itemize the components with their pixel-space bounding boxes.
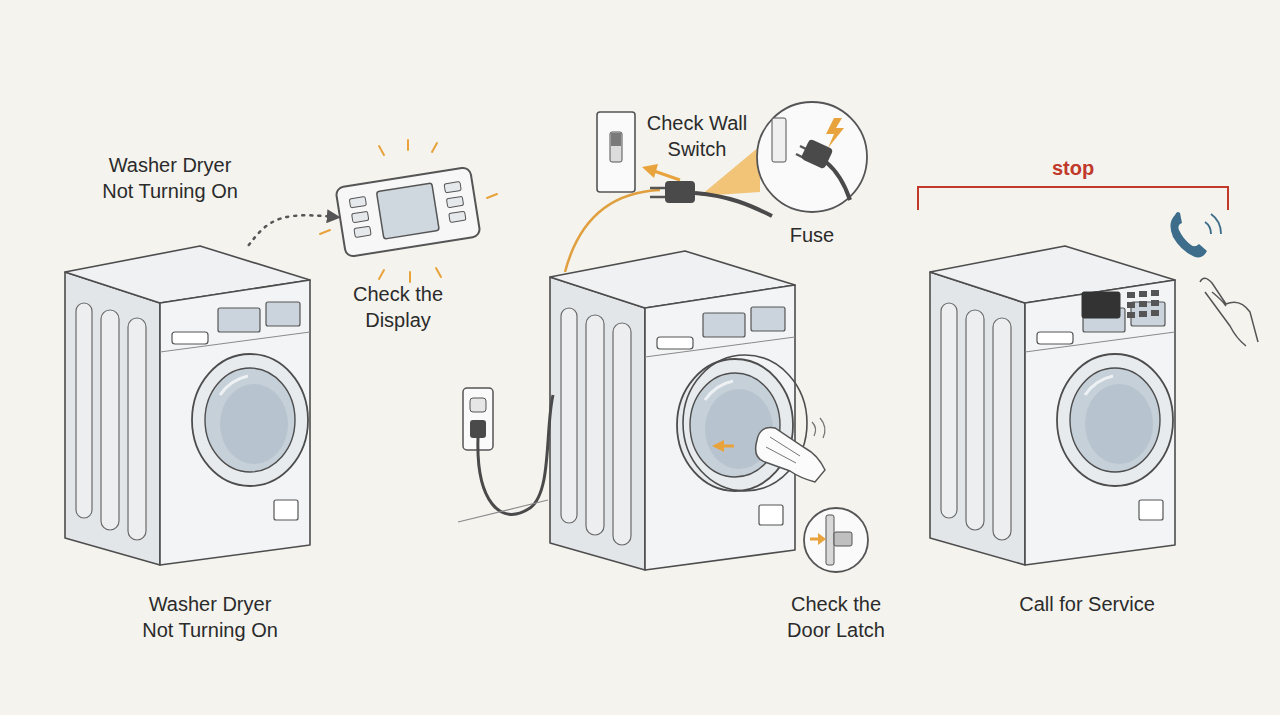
power-plug-drawing <box>650 181 772 216</box>
problem-heading: Washer Dryer Not Turning On <box>95 152 245 204</box>
phone-icon <box>1205 214 1221 234</box>
stop-bracket <box>918 187 1228 210</box>
display-glow-rays <box>409 272 411 282</box>
wall-outlet-drawing <box>458 388 553 522</box>
washer-3-control-panel <box>1151 290 1159 296</box>
washer-3-control-panel <box>1139 311 1147 317</box>
step-caption: Washer Dryer Not Turning On <box>135 591 285 643</box>
door-latch-drawing <box>804 508 868 572</box>
display-panel-drawing <box>335 167 480 257</box>
washer-3-control-panel <box>1139 291 1147 297</box>
fuse-callout-drawing <box>772 118 786 162</box>
phone-icon <box>1170 212 1207 258</box>
door-hand-drawing <box>766 437 800 463</box>
door-hand-drawing <box>812 418 825 438</box>
step-caption: Check the Door Latch <box>781 591 891 643</box>
washer-3-control-panel <box>1127 292 1135 298</box>
door-hand-drawing <box>712 440 724 452</box>
wall-switch-drawing <box>611 133 621 146</box>
power-plug-drawing <box>695 193 772 216</box>
display-glow-rays <box>320 230 330 234</box>
display-panel-drawing <box>335 167 480 257</box>
stop-label: stop <box>1033 155 1113 181</box>
display-glow-rays <box>432 143 437 152</box>
door-hand-drawing <box>724 445 734 448</box>
fuse-callout-drawing <box>826 162 850 200</box>
display-panel-drawing <box>376 183 439 239</box>
phone-icon <box>1170 212 1221 258</box>
display-panel-drawing <box>449 211 466 222</box>
step-caption: Call for Service <box>987 591 1187 617</box>
washer-dryer-1 <box>65 246 310 565</box>
washer-dryer-unit: Washer Dryer Not Turning OnWasher Dryer … <box>65 245 310 565</box>
door-latch-drawing <box>826 515 834 565</box>
orange-guide-curve <box>565 190 660 272</box>
door-latch-drawing <box>804 508 868 572</box>
power-plug-drawing <box>665 181 695 203</box>
door-latch-drawing <box>834 532 852 546</box>
wall-switch-drawing <box>610 132 622 162</box>
plug-arrow <box>642 164 680 180</box>
door-hand-drawing <box>683 355 825 491</box>
washer-dryer-unit: Call for Service <box>930 245 1175 565</box>
display-glow-rays <box>487 194 497 198</box>
plug-arrow <box>654 171 680 180</box>
wall-outlet-drawing <box>470 398 486 412</box>
power-plug-drawing <box>650 187 666 190</box>
callout-label: Fuse <box>772 222 852 248</box>
power-plug-drawing <box>650 196 666 199</box>
washer-dryer-3 <box>930 246 1175 565</box>
pointing-hand <box>1200 278 1258 346</box>
wall-switch-plate: Check Wall Switch <box>597 112 637 194</box>
washer-3-control-panel <box>1082 290 1159 318</box>
door-latch-callout: Check the Door Latch <box>805 508 867 572</box>
display-glow-rays <box>320 140 497 282</box>
wall-outlet-drawing <box>470 420 486 438</box>
washer-3-control-panel <box>1151 300 1159 306</box>
display-glow-rays <box>379 146 384 155</box>
flow-arrow <box>249 215 338 245</box>
washer-3-control-panel <box>1139 301 1147 307</box>
pointing-hand <box>1200 278 1258 346</box>
display-panel-drawing <box>352 211 369 222</box>
washer-dryer-2 <box>550 251 795 570</box>
display-panel-drawing <box>354 226 371 237</box>
fuse-callout-drawing <box>757 102 867 212</box>
display-panel-icon: Check the Display <box>338 165 480 260</box>
washer-3-control-panel <box>1082 292 1120 318</box>
plug-arrow <box>642 164 658 178</box>
display-glow-rays <box>379 270 384 279</box>
step-caption: Check Wall Switch <box>637 110 757 162</box>
wall-outlet-drawing <box>478 395 553 514</box>
display-panel-drawing <box>444 182 461 193</box>
display-panel-drawing <box>349 197 366 208</box>
door-latch-drawing <box>818 533 826 545</box>
display-panel-drawing <box>446 196 463 207</box>
fuse-callout-drawing <box>826 118 844 148</box>
fuse-callout-circle: Fuse <box>757 102 867 212</box>
display-glow-rays <box>407 140 409 150</box>
wall-outlet-drawing <box>458 500 548 522</box>
wall-switch-drawing <box>597 112 635 192</box>
washer-3-control-panel <box>1127 312 1135 318</box>
step-caption: Check the Display <box>333 281 463 333</box>
washer-3-control-panel <box>1151 310 1159 316</box>
wall-switch-drawing <box>597 112 635 192</box>
display-glow-rays <box>436 268 441 277</box>
washer-3-control-panel <box>1127 302 1135 308</box>
fuse-callout-drawing <box>757 102 867 212</box>
